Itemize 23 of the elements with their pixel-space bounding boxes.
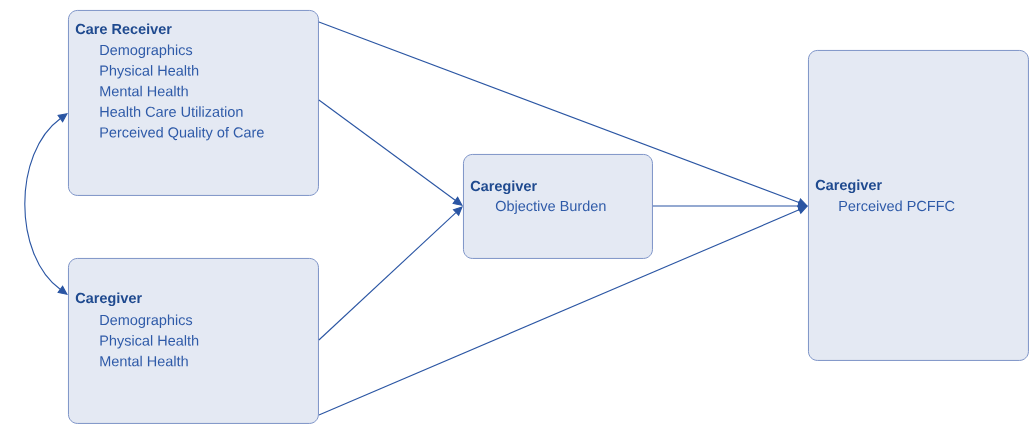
box-item: Mental Health — [100, 355, 188, 367]
box-item: Physical Health — [100, 65, 199, 79]
arrow — [24, 113, 68, 295]
box-heading: Care Receiver — [75, 23, 172, 35]
box-item: Perceived Quality of Care — [100, 126, 264, 141]
arrow — [318, 205, 808, 416]
box-item: Demographics — [100, 314, 193, 328]
arrow — [318, 99, 463, 206]
arrow — [318, 21, 808, 207]
box-item: Perceived PCFFC — [839, 200, 955, 212]
variable-box — [808, 50, 1029, 361]
box-item: Demographics — [100, 44, 193, 58]
arrow — [318, 206, 463, 341]
box-item: Objective Burden — [495, 200, 606, 214]
variable-box — [68, 258, 319, 424]
box-item: Mental Health — [100, 85, 188, 97]
box-heading: Caregiver — [470, 180, 537, 195]
box-heading: Caregiver — [815, 179, 882, 194]
variable-box — [463, 154, 653, 259]
variable-box — [68, 10, 319, 196]
box-item: Health Care Utilization — [100, 106, 243, 117]
box-heading: Caregiver — [75, 292, 142, 307]
box-item: Physical Health — [100, 335, 199, 349]
